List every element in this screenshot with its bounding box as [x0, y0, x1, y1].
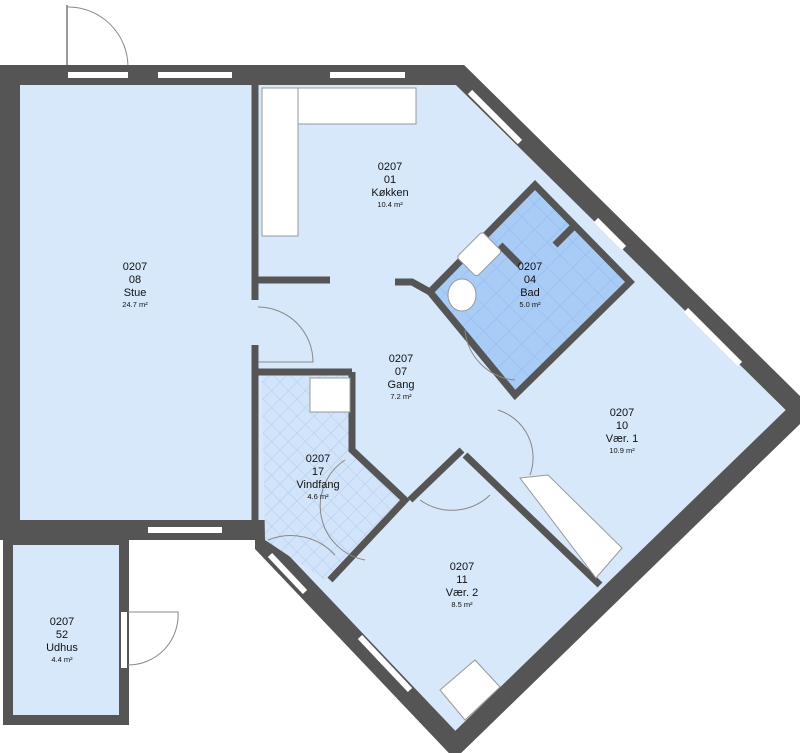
- svg-text:Vær. 1: Vær. 1: [606, 433, 638, 445]
- svg-text:04: 04: [524, 274, 536, 286]
- svg-text:Stue: Stue: [124, 287, 147, 299]
- svg-text:01: 01: [384, 174, 396, 186]
- svg-text:52: 52: [56, 629, 68, 641]
- doors: [257, 306, 534, 561]
- svg-text:08: 08: [129, 274, 141, 286]
- svg-text:0207: 0207: [450, 561, 474, 573]
- entrance-door-top: [66, 5, 129, 68]
- main-building-floor: [10, 75, 800, 745]
- svg-text:Vær. 2: Vær. 2: [446, 587, 478, 599]
- svg-text:Gang: Gang: [388, 379, 415, 391]
- toilet-icon: [447, 278, 477, 312]
- bath-floor: [430, 185, 630, 395]
- svg-text:Køkken: Køkken: [371, 187, 408, 199]
- udhus-door: [127, 611, 179, 666]
- svg-text:8.5 m²: 8.5 m²: [451, 600, 473, 609]
- svg-text:Bad: Bad: [520, 287, 540, 299]
- svg-text:0207: 0207: [306, 453, 330, 465]
- sink-icon: [457, 232, 502, 277]
- windows: [68, 72, 743, 693]
- svg-text:0207: 0207: [389, 353, 413, 365]
- kitchen-counter: [261, 87, 417, 237]
- svg-text:4.4 m²: 4.4 m²: [51, 655, 73, 664]
- svg-text:0207: 0207: [518, 261, 542, 273]
- svg-text:10.4 m²: 10.4 m²: [377, 200, 403, 209]
- svg-text:4.6 m²: 4.6 m²: [307, 492, 329, 501]
- interior-walls: [251, 85, 635, 588]
- vindfang-floor: [262, 375, 405, 580]
- svg-text:0207: 0207: [378, 161, 402, 173]
- svg-text:Udhus: Udhus: [46, 642, 78, 654]
- main-building-walls: [0, 65, 800, 753]
- bed-area-1: [519, 474, 623, 579]
- svg-text:07: 07: [395, 366, 407, 378]
- svg-text:Vindfang: Vindfang: [296, 479, 339, 491]
- svg-text:0207: 0207: [50, 616, 74, 628]
- svg-text:10: 10: [616, 420, 628, 432]
- udhus-floor: [12, 545, 120, 715]
- svg-text:7.2 m²: 7.2 m²: [390, 392, 412, 401]
- svg-text:5.0 m²: 5.0 m²: [519, 300, 541, 309]
- svg-text:17: 17: [312, 466, 324, 478]
- svg-text:24.7 m²: 24.7 m²: [122, 300, 148, 309]
- svg-text:0207: 0207: [610, 407, 634, 419]
- svg-text:11: 11: [456, 574, 467, 586]
- svg-text:10.9 m²: 10.9 m²: [609, 446, 635, 455]
- bed-area-2: [439, 659, 501, 721]
- svg-text:0207: 0207: [123, 261, 147, 273]
- wardrobe-vindfang: [309, 377, 351, 413]
